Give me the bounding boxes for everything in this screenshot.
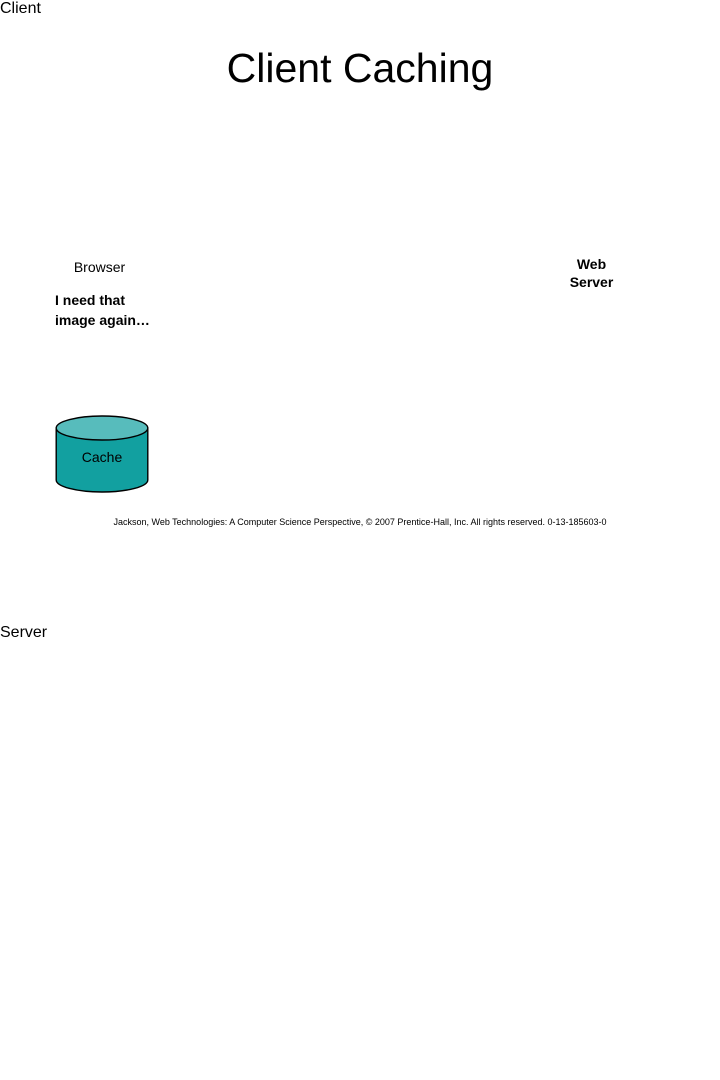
web-server-label-line1: Web [576, 256, 607, 272]
cache-cylinder-icon [55, 415, 149, 493]
page-title: Client Caching [226, 45, 494, 91]
server-boundary-box [0, 642, 176, 1035]
client-side-label: Client [0, 0, 41, 17]
web-server-box [0, 1035, 117, 1080]
cache-label: Cache [81, 449, 123, 465]
browser-label: Browser [73, 259, 126, 275]
browser-message-text: I need that image again… [55, 292, 150, 328]
web-server-label-line2: Server [569, 274, 614, 290]
server-side-label: Server [0, 624, 48, 641]
footer-credit-line: Jackson, Web Technologies: A Computer Sc… [113, 517, 607, 527]
